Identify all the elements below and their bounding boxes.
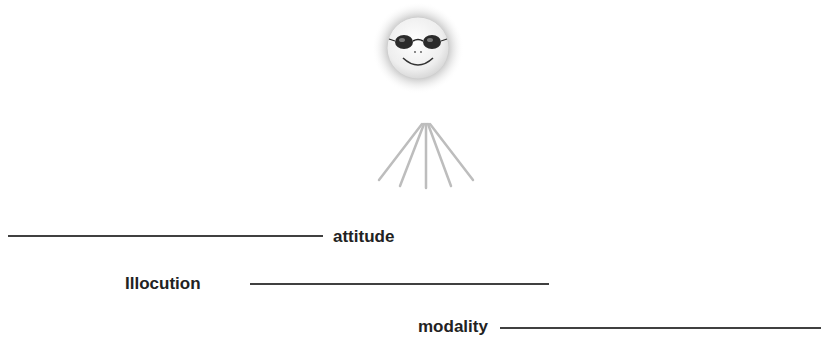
sun-rays	[379, 124, 473, 188]
scale-label: modality	[418, 318, 488, 335]
scale-label: attitude	[333, 228, 394, 245]
smile	[403, 58, 433, 65]
sunglasses	[389, 35, 447, 49]
sun-glow	[372, 2, 464, 94]
scale-label: Illocution	[125, 275, 201, 292]
sun-face	[387, 17, 449, 79]
scale-lines	[8, 236, 821, 328]
